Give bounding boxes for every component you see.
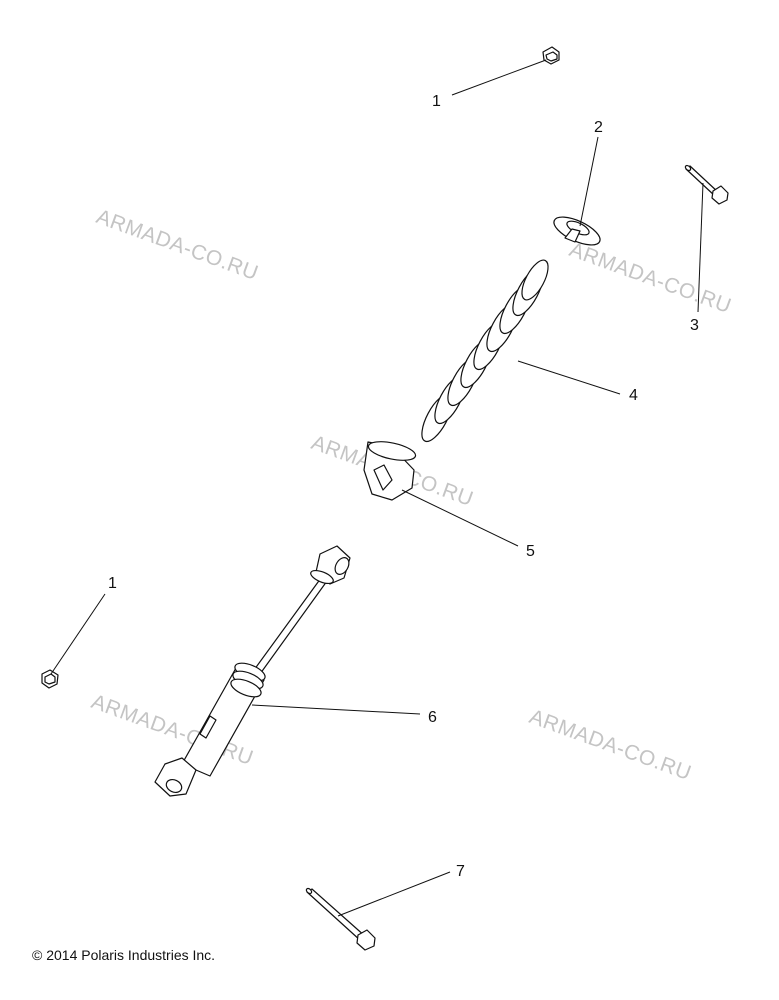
callout-7: 7	[456, 863, 465, 880]
leader-line-5	[401, 489, 519, 547]
callout-6: 6	[428, 709, 437, 726]
shock-absorber	[154, 545, 351, 797]
copyright-notice: © 2014 Polaris Industries Inc.	[32, 947, 216, 963]
callout-1-top: 1	[432, 93, 441, 110]
spring-seat	[363, 441, 417, 501]
watermark: ARMADA-CO.RU	[93, 205, 261, 285]
nut-lower	[41, 669, 59, 689]
callout-2: 2	[594, 119, 603, 136]
leader-line-6	[251, 704, 421, 715]
callout-4: 4	[629, 387, 638, 404]
callout-1-lower: 1	[108, 575, 117, 592]
callout-5: 5	[526, 543, 535, 560]
bolt-lower	[305, 887, 376, 951]
bolt-top	[684, 164, 729, 205]
leader-line-4	[517, 360, 621, 395]
nut-top	[542, 46, 560, 65]
leader-line-1b	[50, 593, 106, 675]
leader-line-7	[337, 871, 451, 917]
leader-line-3	[697, 182, 704, 313]
watermark: ARMADA-CO.RU	[566, 238, 734, 318]
leader-line-1a	[451, 59, 547, 96]
leader-line-2	[579, 136, 599, 227]
coil-spring	[421, 259, 549, 443]
callout-3: 3	[690, 317, 699, 334]
watermark: ARMADA-CO.RU	[526, 705, 694, 785]
